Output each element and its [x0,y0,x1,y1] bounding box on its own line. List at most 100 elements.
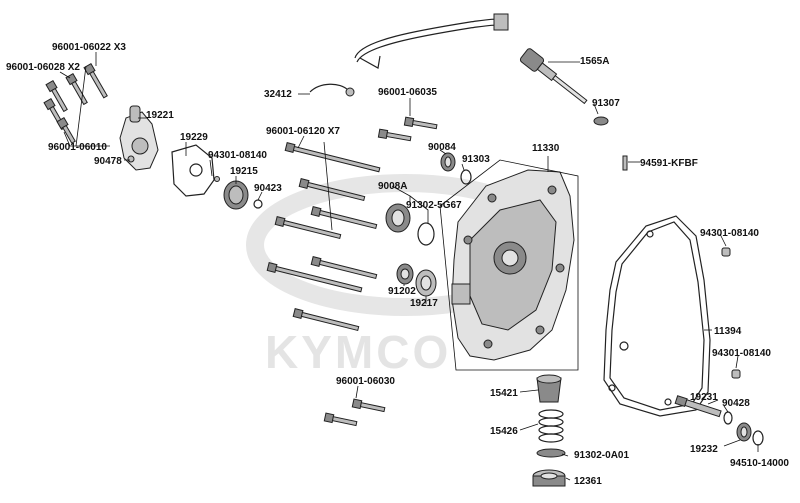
dipstick-icon [519,48,588,105]
pump-gasket-icon [171,144,215,197]
gasket-hole-icon [189,163,203,177]
gasket-hole-icon [608,384,616,392]
part-label: 96001-06030 [336,376,395,387]
hose-assembly [309,13,509,97]
part-label: 96001-06028 X2 [6,62,80,73]
cover-bolt-hole-icon [483,339,493,349]
watermark-text: KYMCO [265,326,451,378]
washer-icon [127,155,135,163]
cover-bolt-hole-icon [487,193,497,203]
part-label: 15421 [490,388,518,399]
cover-bolt-hole-icon [555,263,565,273]
seal-9008A-icon [385,203,411,233]
part-labels: 96001-06022 X3 96001-06028 X2 96001-0601… [6,42,789,487]
long-bolt-icon [274,216,342,240]
dipstick-assembly [519,48,609,126]
bolt-icon [351,398,386,413]
part-label: 19231 [690,392,718,403]
part-label: 19215 [230,166,258,177]
part-label: 96001-06035 [378,87,437,98]
part-label: 96001-06022 X3 [52,42,126,53]
bolt-icon [403,116,438,130]
part-label: 32412 [264,89,292,100]
seal-icon [736,422,752,442]
part-label: 91307 [592,98,620,109]
part-label: 94301-08140 [712,348,771,359]
gasket-hole-icon [646,230,654,238]
part-label: 94510-14000 [730,458,789,469]
long-bolt-icon [310,206,378,230]
water-pump-assembly [119,105,263,210]
crankcase-cover [439,159,579,371]
shaft-icon [674,395,722,418]
dowel-pin-icon [731,369,741,379]
part-label: 90428 [722,398,750,409]
part-label: 90478 [94,156,122,167]
cover-boss-icon [451,283,471,305]
dowel-pins-right [721,247,741,379]
oring-icon [460,169,472,185]
part-label: 94301-08140 [208,150,267,161]
spring-icon [538,409,564,443]
part-label: 91202 [388,286,416,297]
part-label: 94591-KFBF [640,158,698,169]
part-label: 94301-08140 [700,228,759,239]
hose-clamp-icon [493,13,509,31]
part-label: 19221 [146,110,174,121]
oring-large-icon [417,222,435,246]
part-label: 90423 [254,183,282,194]
oring-icon [593,116,609,126]
long-bolt-icon [266,262,363,293]
seals-middle-group [385,152,472,297]
long-bolt-icon [310,256,378,280]
bolt-icon [65,72,88,106]
cover-gasket [603,215,711,417]
long-bolt-icon [292,308,360,332]
part-label: 19232 [690,444,718,455]
long-bolt-icon [298,178,366,202]
cover-bracket-frame [439,159,579,371]
part-label: 96001-06120 X7 [266,126,340,137]
gasket-hole-icon [619,341,629,351]
bolts-06035-group [377,116,438,142]
gasket-outline-icon [603,215,711,417]
bearing-19217-icon [415,269,437,297]
oring-icon [723,411,733,425]
strainer-cap-icon [536,374,562,403]
dowel-pin-icon [721,247,731,257]
bolt-icon [323,412,358,427]
cover-bolt-hole-icon [547,185,557,195]
part-label: 19217 [410,298,438,309]
hose-bracket-icon [359,55,381,69]
hose-line-icon [354,18,503,59]
part-label: 12361 [574,476,602,487]
drain-plug-icon [532,469,566,487]
gasket-hole-icon [664,398,672,406]
pin-icon [214,176,220,182]
bolt-icon [83,62,108,99]
part-label: 11394 [714,326,742,337]
part-label: 91303 [462,154,490,165]
oring-icon [536,448,566,458]
part-label: 91302-0A01 [574,450,629,461]
bolt-group-bracket [323,141,333,231]
cover-bolt-hole-icon [463,235,473,245]
bolt-icon [45,79,68,113]
long-bolt-icon [284,142,381,173]
part-label: 19229 [180,132,208,143]
hose-end-icon [345,87,355,97]
oil-strainer-stack [532,374,566,487]
long-bolts-group [266,141,381,332]
part-label: 96001-06010 [48,142,107,153]
oring-icon [253,199,263,209]
circlip-icon [752,430,764,446]
impeller-icon [223,180,249,210]
part-label: 90084 [428,142,456,153]
pump-outlet-icon [129,105,141,123]
seal-91202-icon [396,263,414,285]
shaft-assembly [674,395,764,446]
part-label: 91302-5G67 [406,200,462,211]
leader-lines [59,52,759,481]
cover-bolt-hole-icon [535,325,545,335]
